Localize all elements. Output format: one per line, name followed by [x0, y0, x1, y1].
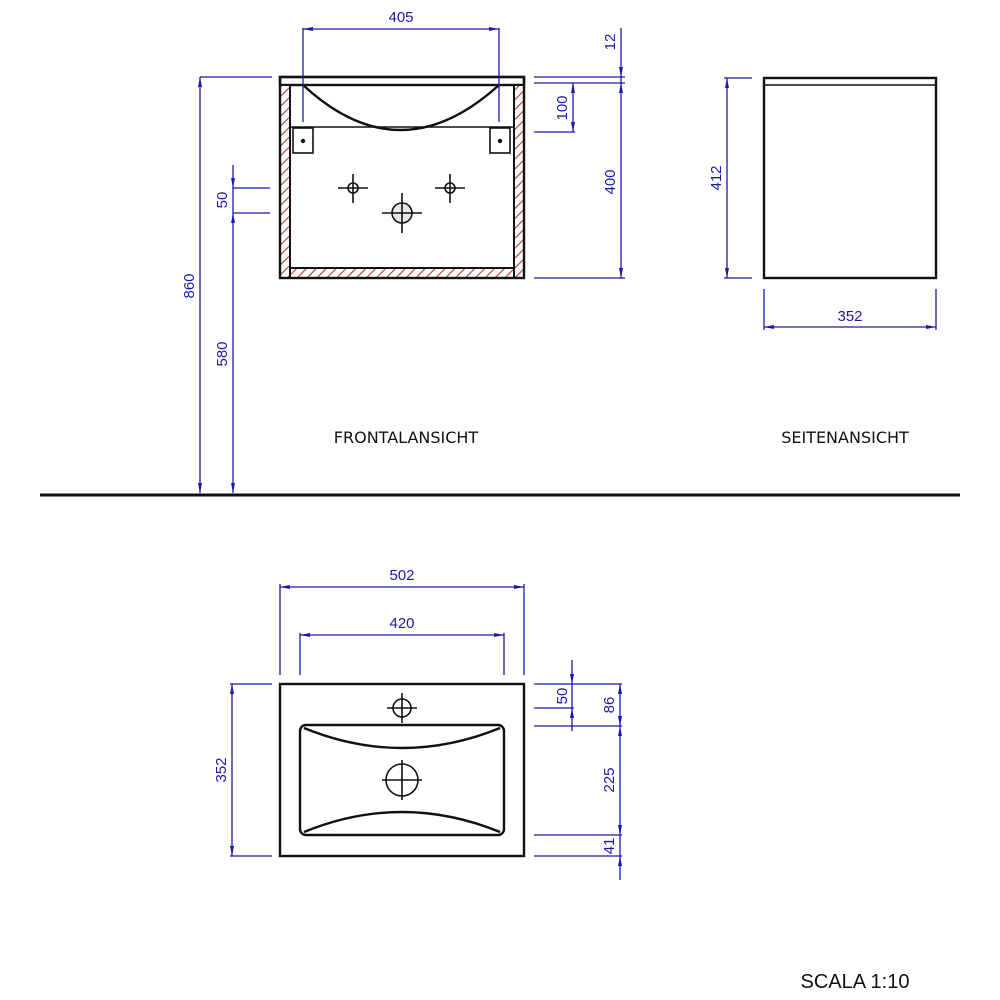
bottom-hatch [289, 267, 515, 279]
front-view [198, 27, 625, 493]
left-water-connection-icon [338, 174, 368, 203]
dim-floor-to-pipe: 580 [214, 341, 231, 366]
basin-top-outline [278, 682, 526, 858]
right-water-connection-icon [435, 174, 465, 203]
dim-top-thickness: 12 [602, 34, 619, 51]
dim-side-depth: 352 [837, 308, 862, 325]
dim-tap-hole-offset: 50 [554, 688, 571, 705]
left-bracket-screw [300, 138, 306, 144]
dim-bowl-depth: 225 [601, 767, 618, 792]
cabinet-outline [278, 75, 526, 280]
right-bracket [489, 127, 511, 154]
bowl-outline [298, 723, 506, 837]
dim-basin-depth: 100 [554, 95, 571, 120]
top-view [230, 584, 622, 880]
dim-pipe-spacing: 50 [214, 192, 231, 209]
dim-inner-width: 420 [389, 615, 414, 632]
dim-side-height: 412 [708, 165, 725, 190]
bowl-back-curve [303, 726, 501, 750]
left-bracket [292, 127, 314, 154]
dim-back-to-bowl: 86 [601, 697, 618, 714]
side-view [724, 76, 938, 330]
dim-basin-width: 405 [388, 9, 413, 26]
right-bracket-screw [497, 138, 503, 144]
dim-front-margin: 41 [601, 838, 618, 855]
dim-total-height: 860 [181, 273, 198, 298]
left-wall-hatch [279, 84, 291, 279]
front-view-label: FRONTALANSICHT [334, 428, 479, 447]
side-view-label: SEITENANSICHT [781, 428, 909, 447]
right-wall-hatch [513, 84, 525, 279]
bowl-front-curve [303, 810, 501, 834]
tap-hole-icon [387, 693, 417, 723]
drain-icon [382, 760, 422, 800]
scale-label: SCALA 1:10 [801, 971, 910, 993]
side-outline [762, 76, 938, 280]
dim-overall-depth: 352 [213, 757, 230, 782]
drain-connection-icon [382, 193, 422, 233]
dim-overall-width: 502 [389, 567, 414, 584]
basin-bowl-curve [302, 84, 500, 132]
dim-cabinet-height: 400 [602, 169, 619, 194]
